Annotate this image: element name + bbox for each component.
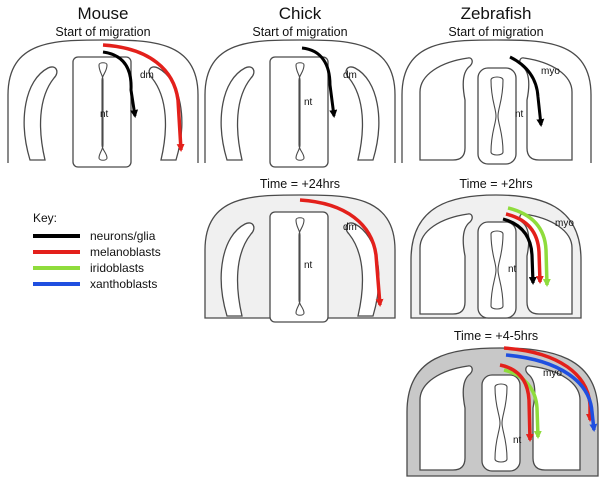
dermomyotome-label: dm [140, 70, 154, 81]
neural-tube-lumen [295, 217, 305, 316]
key-legend: Key: neurons/glia melanoblasts iridoblas… [33, 211, 161, 291]
neuron-glia-arrow [509, 55, 545, 127]
caption-zebrafish-2hrs: Time = +2hrs [459, 177, 532, 191]
myotome-label: myo [543, 368, 562, 379]
neural-tube-label: nt [304, 260, 313, 271]
myotome-label: myo [541, 66, 560, 77]
key-label-melanoblasts: melanoblasts [90, 245, 161, 259]
panel-chick-start: nt dm [204, 39, 396, 168]
melanoblast-arrow-medial [499, 363, 534, 442]
species-title-mouse: Mouse [77, 4, 128, 23]
iridoblast-arrow [503, 368, 542, 439]
melanoblast-arrow [505, 212, 544, 284]
melanoblast-arrow [299, 198, 384, 307]
melanoblast-arrow [102, 43, 185, 152]
caption-mouse-start: Start of migration [55, 25, 150, 39]
dermomyotome-left [220, 66, 255, 161]
species-title-chick: Chick [279, 4, 322, 23]
neural-tube-label: nt [515, 109, 524, 120]
caption-chick-24hrs: Time = +24hrs [260, 177, 340, 191]
myotome-left [419, 213, 473, 315]
panel-chick-24hrs: nt dm [204, 194, 396, 323]
neuron-glia-arrow [301, 46, 338, 118]
neural-tube-label: nt [513, 435, 522, 446]
key-label-iridoblasts: iridoblasts [90, 261, 144, 275]
dermomyotome-left [220, 222, 255, 317]
caption-zebrafish-4-5hrs: Time = +4-5hrs [454, 329, 538, 343]
myotome-left [419, 365, 473, 471]
key-title: Key: [33, 211, 57, 225]
neural-tube-label: nt [100, 109, 109, 120]
caption-zebrafish-start: Start of migration [448, 25, 543, 39]
dermomyotome-label: dm [343, 70, 357, 81]
neural-tube-label: nt [304, 97, 313, 108]
panel-zebrafish-2hrs: nt myo [410, 194, 582, 319]
species-title-zebrafish: Zebrafish [461, 4, 532, 23]
neuron-glia-arrow [502, 217, 537, 285]
neural-tube-lumen [490, 230, 504, 310]
dermomyotome-label: dm [343, 222, 357, 233]
key-label-xanthoblasts: xanthoblasts [90, 277, 157, 291]
myotome-label: myo [555, 218, 574, 229]
neural-tube-lumen [295, 62, 305, 161]
neural-tube-lumen [494, 383, 508, 463]
neural-tube-lumen [98, 62, 108, 161]
neuron-glia-arrow [102, 50, 139, 118]
panel-zebrafish-start: nt myo [401, 39, 592, 165]
iridoblast-arrow [507, 206, 551, 287]
dermomyotome-right [148, 66, 183, 161]
neural-tube-lumen [490, 76, 504, 156]
dermomyotome-right [345, 66, 380, 161]
neural-tube-label: nt [508, 264, 517, 275]
myotome-left [419, 57, 473, 161]
xanthoblast-arrow [505, 353, 598, 432]
panel-zebrafish-4-5hrs: nt myo [406, 346, 599, 477]
dermomyotome-left [23, 66, 58, 161]
key-label-neurons-glia: neurons/glia [90, 229, 156, 243]
caption-chick-start: Start of migration [252, 25, 347, 39]
myotome-right [525, 365, 581, 471]
panel-mouse-start: nt dm [7, 39, 199, 168]
